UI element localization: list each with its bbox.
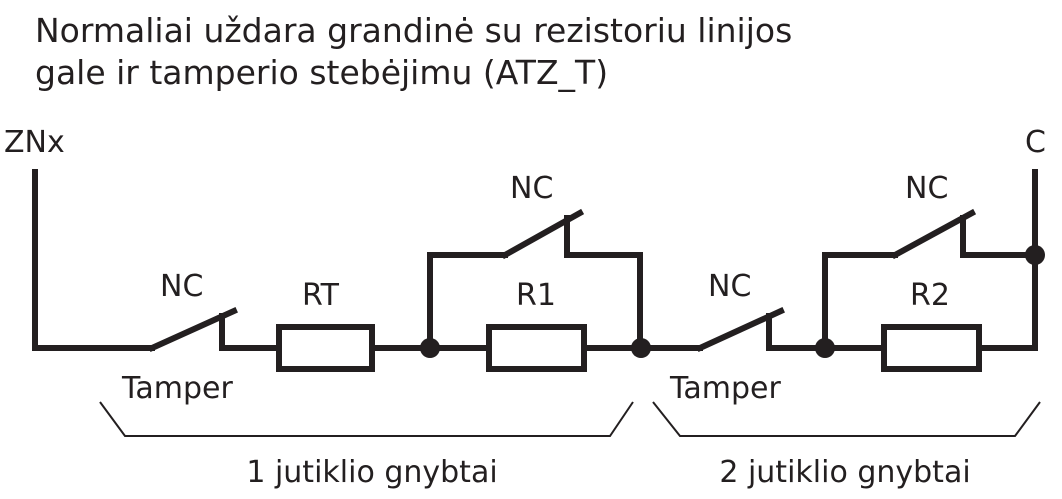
resistor-rt	[276, 324, 375, 372]
junction-node	[631, 338, 651, 358]
sw2-blade	[890, 208, 977, 260]
wire-sw1-right	[564, 215, 643, 351]
title-line-2: gale ir tamperio stebėjimu (ATZ_T)	[35, 53, 608, 92]
tamper1-label: Tamper	[121, 371, 233, 406]
sw2-nc-label: NC	[905, 171, 948, 206]
r1-label: R1	[516, 278, 556, 313]
group2-bracket	[652, 401, 1041, 437]
tamper1-nc-label: NC	[160, 269, 203, 304]
wire-left	[32, 169, 155, 351]
tamper2-label: Tamper	[669, 371, 781, 406]
tamper1-contact	[219, 313, 281, 351]
resistor-r1	[486, 324, 587, 372]
wire-right-rail	[976, 169, 1038, 351]
junction-node	[1025, 245, 1045, 265]
terminal-c-label: C	[1025, 125, 1046, 160]
group1-label: 1 jutiklio gnybtai	[246, 455, 497, 490]
junction-node	[815, 338, 835, 358]
junction-node	[420, 338, 440, 358]
rt-label: RT	[302, 278, 340, 313]
tamper2-contact	[766, 313, 886, 351]
tamper2-nc-label: NC	[708, 269, 751, 304]
sw1-nc-label: NC	[510, 171, 553, 206]
r2-label: R2	[910, 278, 950, 313]
resistor-r2	[881, 324, 982, 372]
group2-label: 2 jutiklio gnybtai	[719, 455, 970, 490]
group1-bracket	[99, 401, 634, 437]
wire-sw1-left	[427, 252, 508, 351]
wire-sw2-left	[822, 252, 898, 351]
wire-sw2-right	[960, 215, 1038, 258]
terminal-znx-label: ZNx	[4, 125, 65, 160]
title-line-1: Normaliai uždara grandinė su rezistoriu …	[35, 11, 792, 50]
